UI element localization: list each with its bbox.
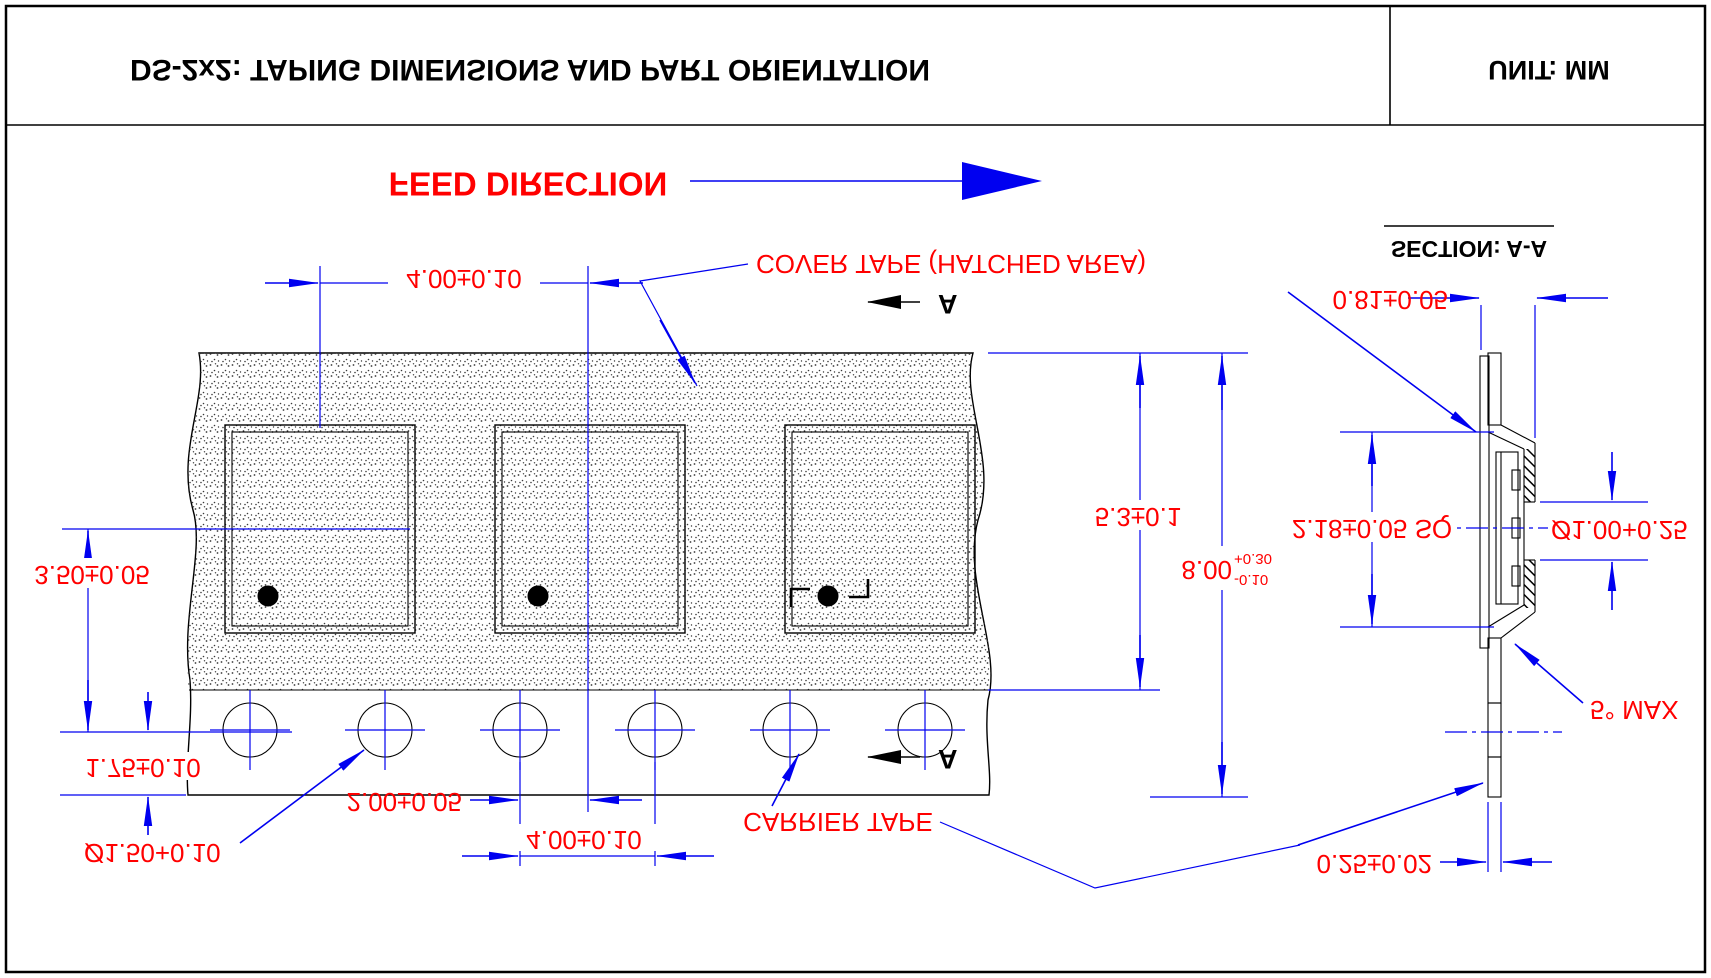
unit-label: UNIT: MM — [1488, 55, 1609, 85]
cover-tape-leader — [1287, 291, 1477, 433]
dim-hole-to-pocket-center: 2.00±0.05 — [347, 762, 642, 866]
dim-sprocket-hole-dia: Ø1.50+0.10 — [84, 749, 365, 868]
svg-text:0.81±0.05: 0.81±0.05 — [1333, 285, 1448, 315]
svg-text:-0.10: -0.10 — [1234, 571, 1268, 588]
pocket-3 — [784, 424, 976, 634]
svg-text:8.00: 8.00 — [1181, 555, 1232, 585]
section-marker-letter: A — [938, 289, 958, 319]
dim-hole-pitch: 4.00±0.10 — [462, 762, 714, 866]
pin1-dot — [257, 585, 279, 607]
sprocket-hole — [345, 690, 425, 770]
svg-text:1.75±0.10: 1.75±0.10 — [85, 753, 200, 783]
svg-text:4.00±0.10: 4.00±0.10 — [406, 264, 521, 294]
svg-text:0.25±0.02: 0.25±0.02 — [1317, 849, 1432, 879]
dim-emboss-thickness: 0.81±0.05 — [1333, 285, 1608, 438]
pocket-2 — [494, 424, 686, 634]
carrier-tape-callout: CARRIER TAPE — [743, 753, 1484, 889]
dim-pocket-size: 2.18±0.05 SQ — [1284, 431, 1494, 628]
sheet-title: DS-2x2: TAPING DIMENSIONS AND PART ORIEN… — [130, 53, 930, 86]
dim-pocket-pitch: 4.00±0.10 — [265, 262, 643, 812]
feed-direction-arrow-icon — [690, 162, 1042, 200]
dim-cover-tape-width: 5.3±0.1 — [988, 352, 1248, 691]
dim-pocket-hole-dia: Ø1.00+0.25 — [1540, 452, 1688, 610]
sprocket-hole — [480, 690, 560, 770]
carrier-tape-top-view — [186, 352, 992, 796]
feed-direction-label: FEED DIRECTION — [389, 165, 668, 202]
section-title: SECTION: A-A — [1391, 236, 1547, 262]
cover-tape-stipple — [187, 353, 992, 690]
svg-text:2.00±0.05: 2.00±0.05 — [347, 787, 462, 817]
section-marker-top: A — [867, 289, 958, 319]
svg-text:+0.30: +0.30 — [1234, 550, 1272, 567]
dim-angle-max: 5° MAX — [1514, 643, 1678, 725]
svg-text:Ø1.00+0.25: Ø1.00+0.25 — [1551, 515, 1688, 545]
dim-pocket-to-hole: 3.50±0.05 — [22, 528, 410, 733]
sprocket-hole — [210, 690, 290, 770]
svg-text:2.18±0.05 SQ: 2.18±0.05 SQ — [1292, 514, 1452, 544]
svg-text:4.00±0.10: 4.00±0.10 — [526, 825, 641, 855]
sprocket-hole — [615, 690, 695, 770]
pin1-dot — [527, 585, 549, 607]
pin1-dot — [817, 585, 839, 607]
svg-text:COVER TAPE (HATCHED AREA): COVER TAPE (HATCHED AREA) — [756, 249, 1146, 279]
sprocket-hole — [885, 690, 965, 770]
cover-tape-section — [1479, 355, 1490, 649]
section-cut-brackets — [789, 579, 870, 607]
svg-text:CARRIER TAPE: CARRIER TAPE — [743, 807, 933, 837]
section-marker-bottom: A — [867, 744, 958, 774]
dim-tape-width: 8.00 +0.30 -0.10 — [1150, 353, 1296, 798]
svg-text:5.3±0.1: 5.3±0.1 — [1095, 502, 1182, 532]
dim-hole-to-edge: 1.75±0.10 — [60, 692, 216, 835]
cover-tape-callout: COVER TAPE (HATCHED AREA) — [639, 249, 1146, 387]
sprocket-holes — [210, 690, 965, 770]
svg-text:Ø1.50+0.10: Ø1.50+0.10 — [84, 838, 221, 868]
section-marker-letter: A — [938, 744, 958, 774]
svg-text:3.50±0.05: 3.50±0.05 — [34, 560, 149, 590]
dim-tape-thickness: 0.25±0.02 — [1317, 802, 1552, 879]
svg-text:5° MAX: 5° MAX — [1590, 695, 1678, 725]
